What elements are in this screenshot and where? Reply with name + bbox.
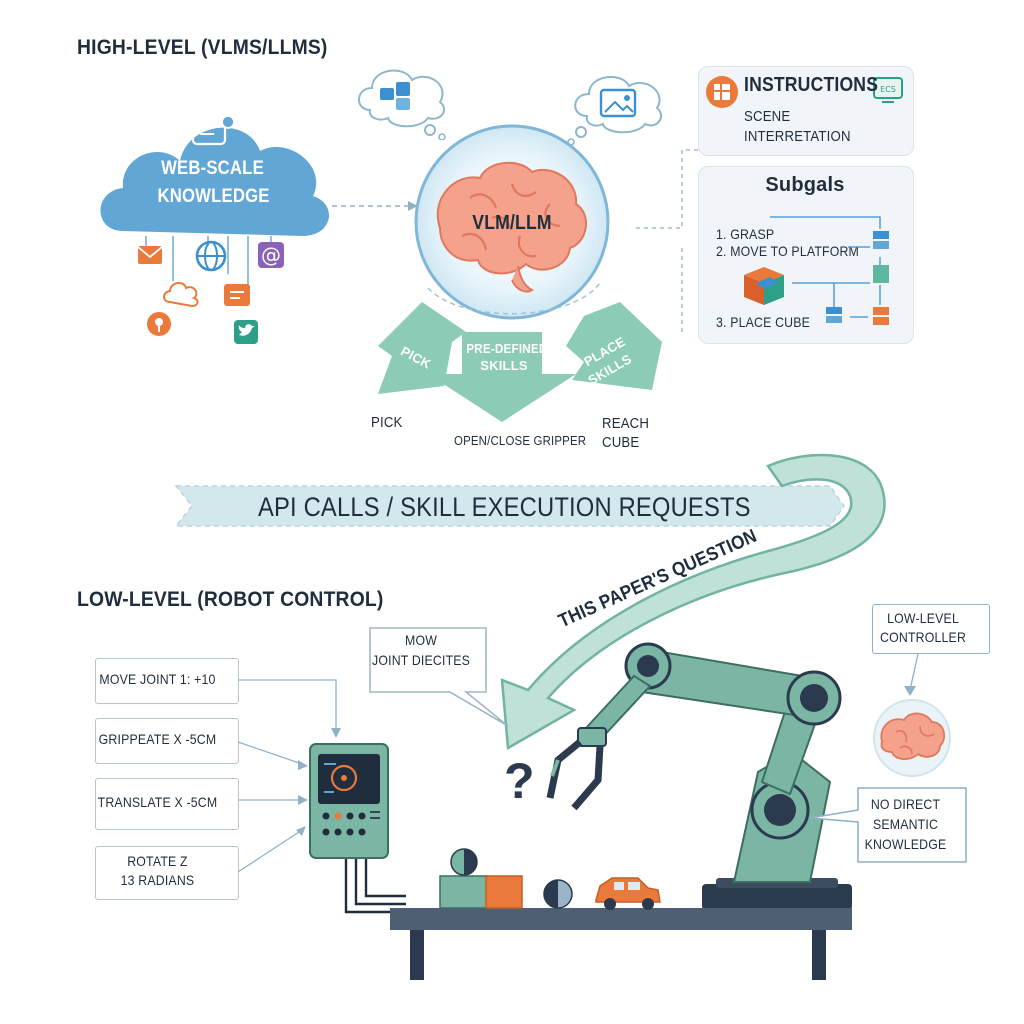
grid-icon xyxy=(706,76,738,108)
subgoal-step-2: 2. MOVE TO PLATFORM xyxy=(716,243,859,259)
orange-cube xyxy=(485,875,523,909)
svg-text:ECS: ECS xyxy=(880,85,896,94)
cloud-to-brain-arrow xyxy=(332,201,418,211)
command-box-3 xyxy=(95,778,239,830)
green-block xyxy=(439,848,489,909)
skill-label-reach-1: REACH xyxy=(602,415,650,432)
brain-small-icon xyxy=(880,712,946,760)
document-icon xyxy=(191,115,235,146)
question-arrow xyxy=(500,453,886,751)
controller-device xyxy=(309,743,389,859)
image-icon xyxy=(599,88,637,118)
instructions-line2: INTERRETATION xyxy=(744,128,851,145)
high-level-heading: HIGH-LEVEL (VLMS/LLMS) xyxy=(77,36,328,59)
svg-text:@: @ xyxy=(261,243,281,267)
subgoal-flow xyxy=(744,216,889,325)
subgoal-step-3: 3. PLACE CUBE xyxy=(716,314,811,330)
api-banner-label: API CALLS / SKILL EXECUTION REQUESTS xyxy=(258,492,751,522)
chat-icon xyxy=(224,284,250,306)
place-skills-arrow xyxy=(566,302,662,390)
controller-callout xyxy=(872,604,990,654)
command-4-text-2: 13 RADIANS xyxy=(120,872,195,888)
cloud-label-line1: WEB-SCALE xyxy=(161,158,264,179)
no-direct-line3: KNOWLEDGE xyxy=(864,836,947,852)
api-banner xyxy=(174,485,845,527)
cube-icon xyxy=(744,267,784,305)
robot-arm xyxy=(546,642,852,910)
command-box-4 xyxy=(95,846,239,900)
controller-callout-line1: LOW-LEVEL xyxy=(887,610,959,626)
skill-label-reach-2: CUBE xyxy=(602,434,640,451)
no-direct-callout xyxy=(809,787,967,863)
command-3-text: TRANSLATE X -5CM xyxy=(97,794,218,810)
globe-icon xyxy=(195,240,227,272)
car-icon xyxy=(595,877,661,910)
cloud-small-icon xyxy=(163,282,199,308)
web-knowledge-cloud xyxy=(100,115,330,296)
command-box-1 xyxy=(95,658,239,704)
location-icon xyxy=(147,312,171,336)
at-icon: @ xyxy=(258,242,284,268)
ball xyxy=(543,879,573,909)
thought-bubble-left xyxy=(358,69,446,140)
twitter-icon xyxy=(234,320,258,344)
command-1-text: MOVE JOINT 1: +10 xyxy=(99,671,216,687)
subgoal-step-1: 1. GRASP xyxy=(716,226,775,242)
work-table xyxy=(390,848,852,980)
question-mark: ? xyxy=(504,753,535,809)
command-4-text-1: ROTATE Z xyxy=(127,853,188,869)
no-direct-line2: SEMANTIC xyxy=(872,816,939,832)
mail-icon xyxy=(137,246,163,264)
skill-label-gripper: OPEN/CLOSE GRIPPER xyxy=(454,433,587,448)
predefined-skills-arrow xyxy=(428,332,576,422)
command-box-2 xyxy=(95,718,239,764)
gripper xyxy=(546,727,607,811)
no-direct-line1: NO DIRECT xyxy=(870,796,941,812)
instructions-line1: SCENE xyxy=(744,108,791,125)
skill-label-pick: PICK xyxy=(371,414,403,431)
small-brain xyxy=(873,653,951,777)
instructions-title: INSTRUCTIONS xyxy=(744,74,879,96)
controller-callout-line2: CONTROLLER xyxy=(880,629,967,645)
panels-to-brain-link xyxy=(632,149,698,334)
center-arrow-label-1: PRE-DEFINED xyxy=(466,341,548,356)
thought-bubble-right xyxy=(567,75,663,146)
pick-arrow xyxy=(378,302,466,394)
cloud-label-line2: KNOWLEDGE xyxy=(157,186,270,207)
api-banner-and-question-arrow xyxy=(174,453,886,751)
skill-arrows xyxy=(378,302,662,422)
puzzle-icon xyxy=(380,82,410,110)
brain-label: VLM/LLM xyxy=(472,212,552,234)
monitor-icon: ECS xyxy=(873,77,903,103)
mow-callout xyxy=(369,627,509,727)
cloud-source-icons: @ xyxy=(137,240,284,344)
command-2-text: GRIPPEATE X -5CM xyxy=(98,731,217,747)
mow-callout-line2: JOINT DIECITES xyxy=(371,652,471,668)
vlm-llm-brain xyxy=(414,124,610,320)
brain-icon xyxy=(436,161,588,293)
low-level-heading: LOW-LEVEL (ROBOT CONTROL) xyxy=(77,588,384,611)
subgoals-title: Subgals xyxy=(765,174,845,196)
mow-callout-line1: MOW xyxy=(405,632,438,648)
center-arrow-label-2: SKILLS xyxy=(480,358,528,373)
